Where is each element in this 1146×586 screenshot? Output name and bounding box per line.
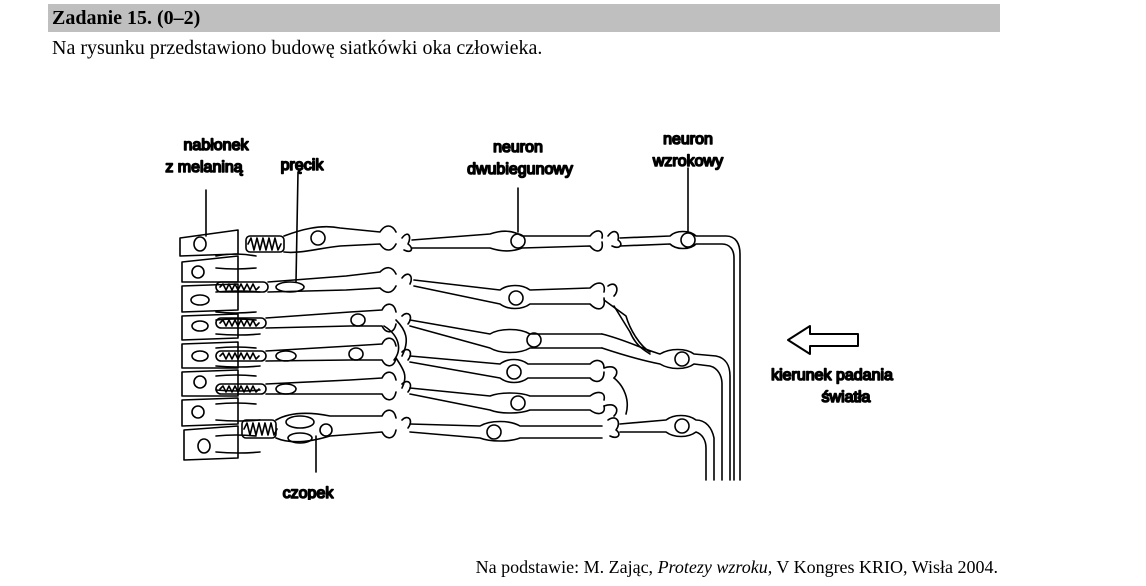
- label-light-line2: światła: [822, 389, 871, 406]
- epithelium-cells: [179, 229, 261, 461]
- source-citation: Na podstawie: M. Zając, Protezy wzroku, …: [476, 556, 998, 578]
- source-suffix: V Kongres KRIO, Wisła 2004.: [772, 557, 998, 577]
- source-prefix: Na podstawie: M. Zając,: [475, 557, 658, 577]
- bipolar-neurons: [383, 230, 606, 442]
- label-light-line1: kierunek padania: [771, 367, 893, 384]
- label-epithelium-line1: nabłonek: [184, 137, 250, 154]
- label-bipolar-line1: neuron: [493, 139, 543, 156]
- task-title: Zadanie 15. (0–2): [52, 7, 201, 29]
- label-optic-line2: wzrokowy: [652, 153, 723, 170]
- retina-diagram: nabłonek z melaniną pręcik neuron dwubie…: [165, 130, 894, 500]
- task-header-bar: [48, 4, 1000, 32]
- outer-segments: [215, 235, 285, 439]
- pointer-lines: [205, 167, 689, 473]
- arrow-left-icon: [787, 325, 859, 355]
- ganglion-neurons: [601, 230, 741, 481]
- source-title: Protezy wzroku,: [657, 557, 773, 577]
- label-optic-line1: neuron: [663, 131, 713, 148]
- photoreceptors: [265, 225, 397, 444]
- label-cone: czopek: [283, 485, 335, 500]
- label-bipolar-line2: dwubiegunowy: [467, 161, 573, 178]
- task-intro: Na rysunku przedstawiono budowę siatkówk…: [52, 37, 543, 59]
- label-rod: pręcik: [281, 157, 325, 174]
- label-epithelium-line2: z melaniną: [165, 159, 242, 176]
